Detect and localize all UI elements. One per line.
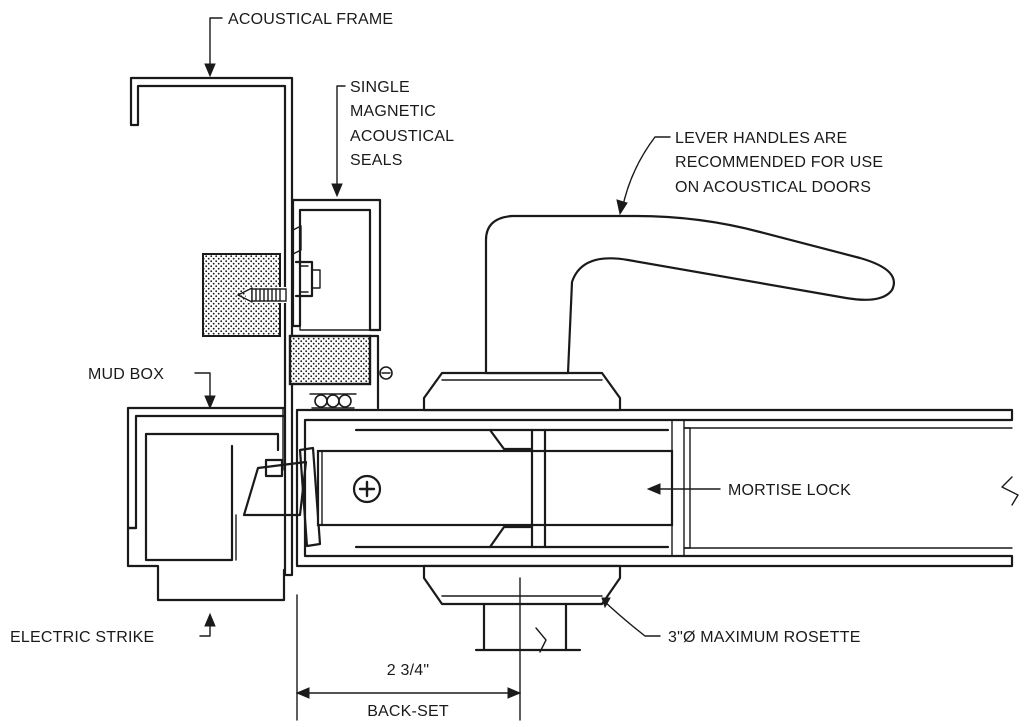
magnetic-seal-housing (288, 198, 393, 410)
seal-screw-icon (294, 260, 321, 298)
lever-handle (484, 214, 895, 375)
label-electric-strike: ELECTRIC STRIKE (10, 629, 154, 646)
label-seals-line-4: SEALS (350, 152, 403, 169)
label-lever-note-line-1: LEVER HANDLES ARE (675, 130, 847, 147)
label-seals-line-3: ACOUSTICAL (350, 128, 454, 145)
label-backset-value: 2 3/4" (387, 662, 429, 679)
electric-strike (235, 458, 308, 561)
rosette (422, 371, 622, 653)
label-mud-box: MUD BOX (88, 366, 164, 383)
backset-dimension (295, 577, 522, 721)
wall-anchor-block (202, 253, 287, 337)
label-seals-line-2: MAGNETIC (350, 103, 436, 120)
phillips-screw-icon (352, 474, 382, 504)
label-rosette: 3"Ø MAXIMUM ROSETTE (668, 629, 861, 646)
label-lever-note-line-3: ON ACOUSTICAL DOORS (675, 179, 871, 196)
label-lever-note-line-2: RECOMMENDED FOR USE (675, 154, 883, 171)
mortise-lock-body (316, 428, 674, 549)
seal-adjust-knobs-icon (309, 393, 357, 409)
label-seals-line-1: SINGLE (350, 79, 410, 96)
anchor-screw-icon (251, 288, 287, 302)
mud-box (126, 406, 286, 602)
label-backset: BACK-SET (367, 703, 449, 720)
leader-lines (194, 17, 721, 637)
label-mortise-lock: MORTISE LOCK (728, 482, 851, 499)
label-acoustical-frame: ACOUSTICAL FRAME (228, 11, 393, 28)
